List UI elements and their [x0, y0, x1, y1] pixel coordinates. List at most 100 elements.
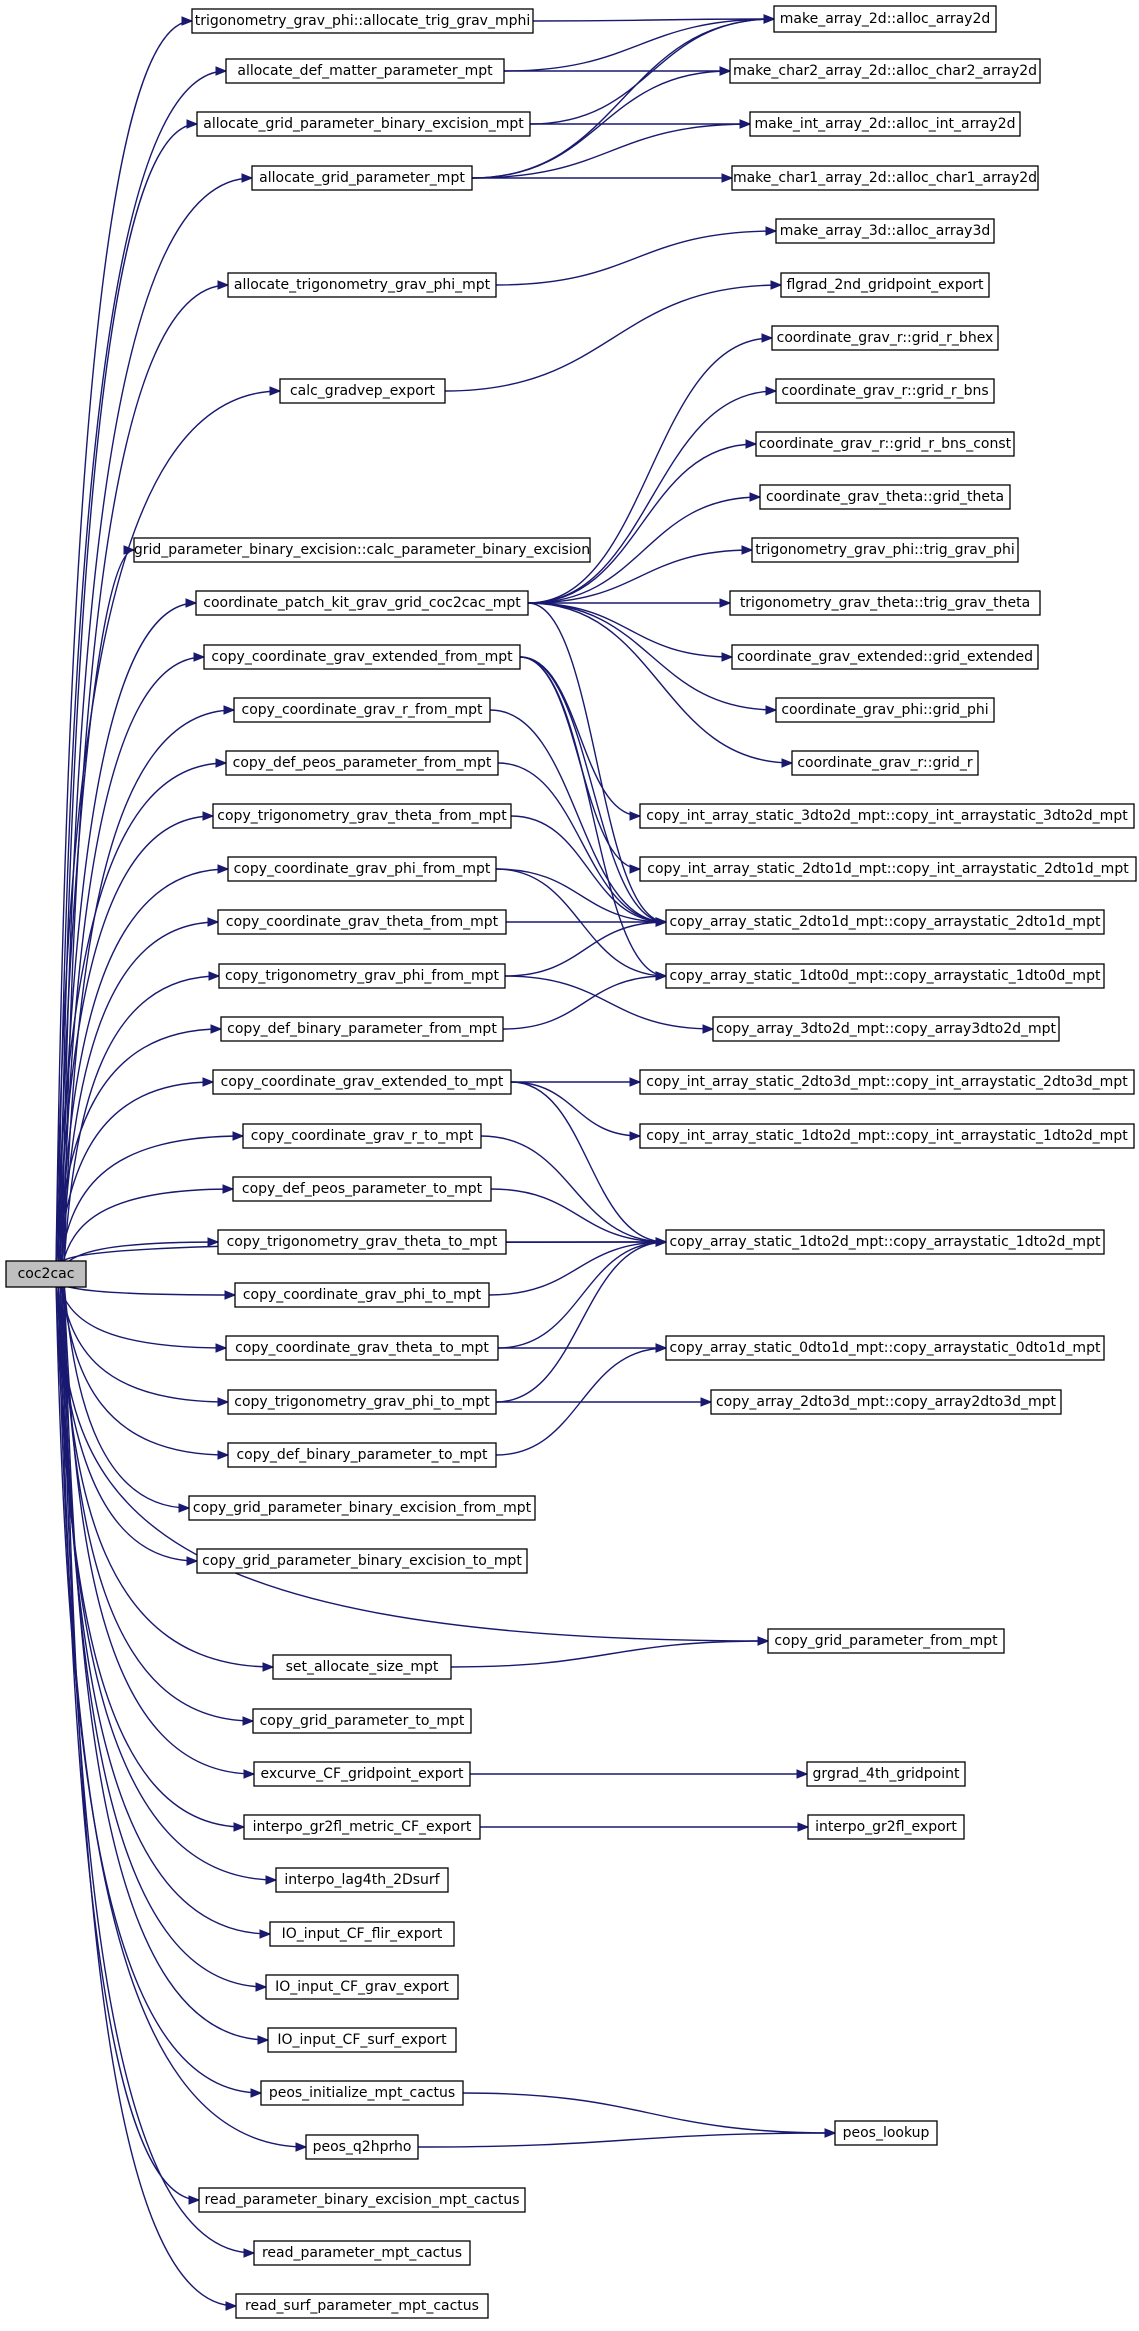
node-make-array-3d-alloc-array3d[interactable]: make_array_3d::alloc_array3d: [775, 218, 995, 244]
arrowhead-copy-array-static-0dto1d-mpt-copy-arraystatic-0dto1d-mpt: [655, 1343, 668, 1353]
node-peos-lookup[interactable]: peos_lookup: [834, 2120, 938, 2146]
node-io-input-cf-surf-export[interactable]: IO_input_CF_surf_export: [267, 2027, 457, 2053]
node-box: [731, 644, 1039, 670]
node-label: copy_def_binary_parameter_from_mpt: [227, 1021, 497, 1037]
nodes-layer: coc2cac trigonometry_grav_phi::allocate_t…: [5, 5, 1137, 2319]
node-label: interpo_gr2fl_metric_CF_export: [253, 1819, 472, 1835]
node-peos-q2hprho[interactable]: peos_q2hprho: [305, 2134, 419, 2160]
node-label: copy_array_2dto3d_mpt::copy_array2dto3d_…: [716, 1394, 1057, 1410]
node-copy-trigonometry-grav-theta-from-mpt[interactable]: copy_trigonometry_grav_theta_from_mpt: [212, 803, 512, 829]
node-copy-array-2dto3d-mpt-copy-array2dto3d-mpt[interactable]: copy_array_2dto3d_mpt::copy_array2dto3d_…: [710, 1389, 1062, 1415]
node-box: [218, 963, 506, 989]
node-make-array-2d-alloc-array2d[interactable]: make_array_2d::alloc_array2d: [773, 5, 997, 33]
node-copy-int-array-static-2dto3d-mpt-copy-int-arraystatic-2dto3d-mpt[interactable]: copy_int_array_static_2dto3d_mpt::copy_i…: [639, 1069, 1135, 1095]
node-copy-coordinate-grav-theta-to-mpt[interactable]: copy_coordinate_grav_theta_to_mpt: [225, 1335, 499, 1361]
node-calc-gradvep-export[interactable]: calc_gradvep_export: [279, 378, 446, 404]
arrowhead-copy-coordinate-grav-extended-from-mpt: [193, 652, 206, 662]
node-copy-coordinate-grav-phi-from-mpt[interactable]: copy_coordinate_grav_phi_from_mpt: [227, 856, 497, 882]
node-allocate-grid-parameter-mpt[interactable]: allocate_grid_parameter_mpt: [251, 165, 473, 191]
node-label: copy_coordinate_grav_theta_to_mpt: [235, 1340, 489, 1356]
node-copy-grid-parameter-from-mpt[interactable]: copy_grid_parameter_from_mpt: [767, 1628, 1005, 1654]
edge-coc2cac-to-copy-def-binary-parameter-from-mpt: [55, 1028, 222, 1267]
node-set-allocate-size-mpt[interactable]: set_allocate_size_mpt: [272, 1654, 452, 1680]
node-coordinate-grav-extended-grid-extended[interactable]: coordinate_grav_extended::grid_extended: [731, 644, 1039, 670]
node-peos-initialize-mpt-cactus[interactable]: peos_initialize_mpt_cactus: [260, 2080, 464, 2106]
node-copy-def-peos-parameter-to-mpt[interactable]: copy_def_peos_parameter_to_mpt: [232, 1176, 492, 1202]
node-box: [272, 1654, 452, 1680]
node-copy-array-static-0dto1d-mpt-copy-arraystatic-0dto1d-mpt[interactable]: copy_array_static_0dto1d_mpt::copy_array…: [665, 1335, 1105, 1361]
edge-copy-coordinate-grav-theta-to-mpt-to-copy-array-static-1dto2d-mpt-copy-arraystatic-1dto2d-mpt: [497, 1241, 667, 1349]
edge-allocate-grid-parameter-mpt-to-make-char2-array-2d-alloc-char2-array2d: [471, 70, 731, 179]
node-copy-grid-parameter-binary-excision-from-mpt[interactable]: copy_grid_parameter_binary_excision_from…: [188, 1495, 536, 1521]
node-box: [269, 1921, 455, 1947]
arrowhead-coordinate-grav-r-grid-r-bns-const: [745, 439, 758, 449]
node-copy-grid-parameter-to-mpt[interactable]: copy_grid_parameter_to_mpt: [252, 1708, 472, 1734]
node-copy-array-static-1dto2d-mpt-copy-arraystatic-1dto2d-mpt[interactable]: copy_array_static_1dto2d_mpt::copy_array…: [665, 1229, 1105, 1255]
node-copy-int-array-static-2dto1d-mpt-copy-int-arraystatic-2dto1d-mpt[interactable]: copy_int_array_static_2dto1d_mpt::copy_i…: [639, 856, 1137, 882]
node-coordinate-grav-r-grid-r-bns-const[interactable]: coordinate_grav_r::grid_r_bns_const: [755, 431, 1015, 457]
edge-copy-trigonometry-grav-phi-from-mpt-to-copy-array-3dto2d-mpt-copy-array3dto2d-mpt: [504, 975, 714, 1030]
node-copy-coordinate-grav-extended-to-mpt[interactable]: copy_coordinate_grav_extended_to_mpt: [212, 1069, 512, 1095]
node-copy-coordinate-grav-phi-to-mpt[interactable]: copy_coordinate_grav_phi_to_mpt: [234, 1282, 490, 1308]
node-copy-array-static-1dto0d-mpt-copy-arraystatic-1dto0d-mpt[interactable]: copy_array_static_1dto0d_mpt::copy_array…: [665, 963, 1105, 989]
node-interpo-lag4th-2dsurf[interactable]: interpo_lag4th_2Dsurf: [275, 1867, 449, 1893]
node-interpo-gr2fl-export[interactable]: interpo_gr2fl_export: [807, 1814, 965, 1840]
node-copy-coordinate-grav-r-from-mpt[interactable]: copy_coordinate_grav_r_from_mpt: [233, 697, 491, 723]
node-copy-coordinate-grav-extended-from-mpt[interactable]: copy_coordinate_grav_extended_from_mpt: [203, 644, 521, 670]
node-coordinate-grav-phi-grid-phi[interactable]: coordinate_grav_phi::grid_phi: [775, 697, 995, 723]
node-copy-array-static-2dto1d-mpt-copy-arraystatic-2dto1d-mpt[interactable]: copy_array_static_2dto1d_mpt::copy_array…: [665, 909, 1105, 935]
node-copy-def-binary-parameter-to-mpt[interactable]: copy_def_binary_parameter_to_mpt: [227, 1442, 497, 1468]
node-excurve-cf-gridpoint-export[interactable]: excurve_CF_gridpoint_export: [253, 1761, 471, 1787]
node-copy-trigonometry-grav-phi-from-mpt[interactable]: copy_trigonometry_grav_phi_from_mpt: [218, 963, 506, 989]
node-coordinate-grav-theta-grid-theta[interactable]: coordinate_grav_theta::grid_theta: [759, 484, 1011, 510]
node-coc2cac[interactable]: coc2cac: [5, 1260, 87, 1288]
node-copy-int-array-static-1dto2d-mpt-copy-int-arraystatic-1dto2d-mpt[interactable]: copy_int_array_static_1dto2d_mpt::copy_i…: [639, 1123, 1135, 1149]
edge-trigonometry-grav-phi-allocate-trig-grav-mphi-to-make-array-2d-alloc-array2d: [532, 18, 775, 22]
node-box: [133, 537, 591, 563]
node-copy-def-peos-parameter-from-mpt[interactable]: copy_def_peos_parameter_from_mpt: [225, 750, 499, 776]
node-copy-grid-parameter-binary-excision-to-mpt[interactable]: copy_grid_parameter_binary_excision_to_m…: [196, 1548, 528, 1574]
node-allocate-grid-parameter-binary-excision-mpt[interactable]: allocate_grid_parameter_binary_excision_…: [196, 111, 531, 137]
node-io-input-cf-flir-export[interactable]: IO_input_CF_flir_export: [269, 1921, 455, 1947]
node-make-char1-array-2d-alloc-char1-array2d[interactable]: make_char1_array_2d::alloc_char1_array2d: [731, 165, 1039, 191]
node-label: allocate_grid_parameter_mpt: [259, 170, 465, 186]
node-trigonometry-grav-theta-trig-grav-theta[interactable]: trigonometry_grav_theta::trig_grav_theta: [729, 590, 1041, 616]
node-copy-coordinate-grav-theta-from-mpt[interactable]: copy_coordinate_grav_theta_from_mpt: [217, 909, 507, 935]
node-trigonometry-grav-phi-allocate-trig-grav-mphi[interactable]: trigonometry_grav_phi::allocate_trig_gra…: [191, 8, 534, 34]
node-interpo-gr2fl-metric-cf-export[interactable]: interpo_gr2fl_metric_CF_export: [243, 1814, 481, 1840]
node-io-input-cf-grav-export[interactable]: IO_input_CF_grav_export: [265, 1974, 459, 2000]
node-copy-array-3dto2d-mpt-copy-array3dto2d-mpt[interactable]: copy_array_3dto2d_mpt::copy_array3dto2d_…: [712, 1016, 1060, 1042]
node-copy-trigonometry-grav-phi-to-mpt[interactable]: copy_trigonometry_grav_phi_to_mpt: [227, 1389, 497, 1415]
edge-copy-trigonometry-grav-theta-from-mpt-to-copy-array-static-2dto1d-mpt-copy-arraystatic-2dto1d-mpt: [510, 815, 667, 923]
edge-coc2cac-to-copy-coordinate-grav-r-to-mpt: [59, 1135, 244, 1267]
node-coordinate-patch-kit-grav-grid-coc2cac-mpt[interactable]: coordinate_patch_kit_grav_grid_coc2cac_m…: [195, 590, 529, 616]
node-coordinate-grav-r-grid-r-bhex[interactable]: coordinate_grav_r::grid_r_bhex: [771, 325, 999, 351]
node-coordinate-grav-r-grid-r[interactable]: coordinate_grav_r::grid_r: [791, 750, 979, 776]
node-read-surf-parameter-mpt-cactus[interactable]: read_surf_parameter_mpt_cactus: [235, 2293, 489, 2319]
node-read-parameter-mpt-cactus[interactable]: read_parameter_mpt_cactus: [253, 2240, 471, 2266]
arrowhead-copy-grid-parameter-binary-excision-from-mpt: [178, 1503, 191, 1513]
node-coordinate-grav-r-grid-r-bns[interactable]: coordinate_grav_r::grid_r_bns: [775, 378, 995, 404]
node-copy-coordinate-grav-r-to-mpt[interactable]: copy_coordinate_grav_r_to_mpt: [242, 1123, 482, 1149]
node-box: [712, 1016, 1060, 1042]
node-copy-trigonometry-grav-theta-to-mpt[interactable]: copy_trigonometry_grav_theta_to_mpt: [217, 1229, 507, 1255]
node-grid-parameter-binary-excision-calc-parameter-binary-excision[interactable]: grid_parameter_binary_excision::calc_par…: [133, 537, 591, 563]
node-label: copy_array_static_0dto1d_mpt::copy_array…: [670, 1340, 1101, 1356]
edge-coc2cac-to-copy-coordinate-grav-theta-from-mpt: [61, 921, 219, 1267]
arrowhead-copy-coordinate-grav-phi-to-mpt: [224, 1290, 237, 1300]
node-allocate-def-matter-parameter-mpt[interactable]: allocate_def_matter_parameter_mpt: [225, 58, 505, 84]
node-flgrad-2nd-gridpoint-export[interactable]: flgrad_2nd_gridpoint_export: [780, 272, 990, 298]
node-label: copy_array_static_1dto2d_mpt::copy_array…: [670, 1234, 1101, 1250]
node-make-char2-array-2d-alloc-char2-array2d[interactable]: make_char2_array_2d::alloc_char2_array2d: [729, 58, 1041, 84]
node-read-parameter-binary-excision-mpt-cactus[interactable]: read_parameter_binary_excision_mpt_cactu…: [198, 2187, 526, 2213]
node-allocate-trigonometry-grav-phi-mpt[interactable]: allocate_trigonometry_grav_phi_mpt: [227, 272, 497, 298]
edge-coc2cac-to-coordinate-patch-kit-grav-grid-coc2cac-mpt: [59, 602, 197, 1267]
node-grgrad-4th-gridpoint[interactable]: grgrad_4th_gridpoint: [806, 1761, 966, 1787]
node-copy-def-binary-parameter-from-mpt[interactable]: copy_def_binary_parameter_from_mpt: [220, 1016, 504, 1042]
node-copy-int-array-static-3dto2d-mpt-copy-int-arraystatic-3dto2d-mpt[interactable]: copy_int_array_static_3dto2d_mpt::copy_i…: [639, 803, 1135, 829]
node-trigonometry-grav-phi-trig-grav-phi[interactable]: trigonometry_grav_phi::trig_grav_phi: [751, 537, 1019, 563]
node-label: copy_def_peos_parameter_to_mpt: [242, 1181, 483, 1197]
node-make-int-array-2d-alloc-int-array2d[interactable]: make_int_array_2d::alloc_int_array2d: [749, 111, 1021, 137]
edge-copy-coordinate-grav-extended-from-mpt-to-copy-array-static-1dto0d-mpt-copy-arraystatic-1dto0d-mpt: [519, 656, 667, 977]
node-label: copy_coordinate_grav_phi_from_mpt: [234, 861, 491, 877]
